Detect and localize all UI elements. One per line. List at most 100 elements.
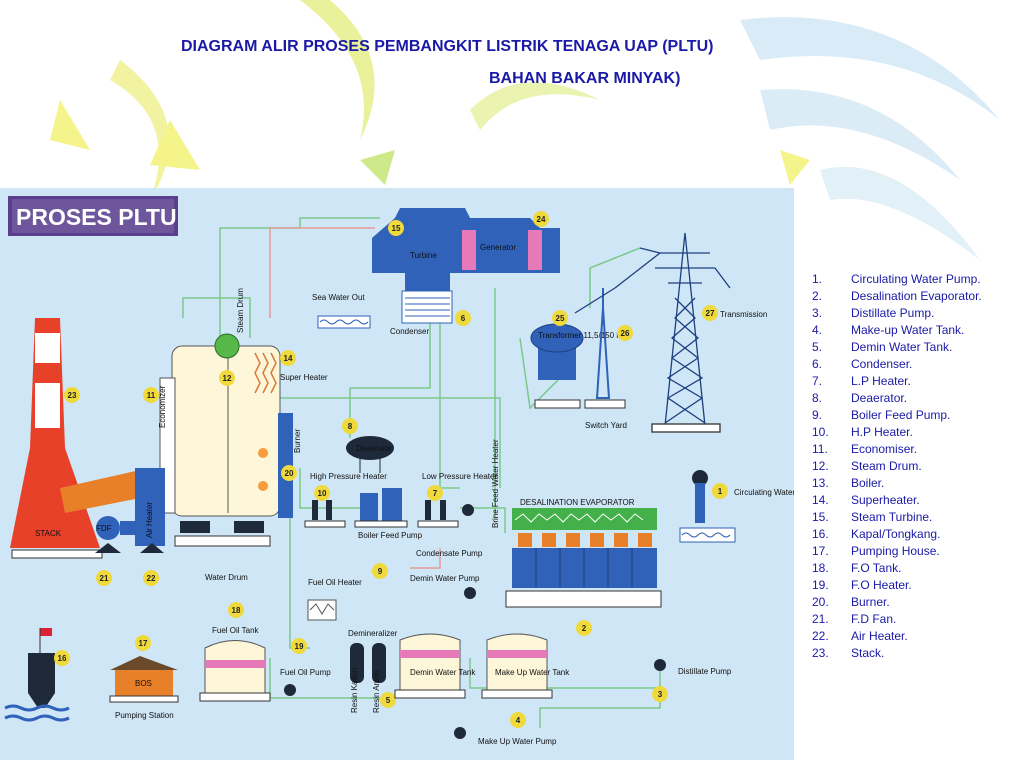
desalination-evaporator-label: DESALINATION EVAPORATOR	[520, 498, 635, 507]
demineralizer: Demineralizer Resin Kation Resin Anion 5	[348, 629, 398, 713]
fuel-oil-heater-label: Fuel Oil Heater	[308, 578, 362, 587]
legend-item-text: Desalination Evaporator.	[851, 289, 982, 303]
legend-item-text: F.D Fan.	[851, 612, 897, 626]
legend-item-number: 11.	[812, 442, 828, 456]
legend-item-number: 15.	[812, 510, 829, 524]
legend-item-number: 21.	[812, 612, 829, 626]
make-up-water-tank-label: Make Up Water Tank	[495, 668, 570, 677]
pumping-house: 17 BOS Pumping Station	[109, 635, 179, 720]
air-heater-label: Air Heater	[145, 502, 154, 538]
circulating-water-pump-label: Circulating Water Pump	[734, 488, 794, 497]
marker-25: 25	[556, 314, 565, 323]
legend-item-text: Boiler Feed Pump.	[851, 408, 951, 422]
legend-item: 6.Condenser.	[812, 356, 982, 373]
marker-7: 7	[433, 489, 438, 498]
legend-item: 20. Burner.	[812, 594, 982, 611]
condensate-pump-label: Condensate Pump	[416, 549, 483, 558]
legend-item: 7.L.P Heater.	[812, 373, 982, 390]
marker-9: 9	[378, 567, 383, 576]
legend-item-text: Steam Turbine.	[851, 510, 933, 524]
marker-18: 18	[232, 606, 241, 615]
transmission-label: Transmission	[720, 310, 767, 319]
steam-drum-label: Steam Drum	[236, 288, 245, 333]
legend-item-text: Condenser.	[851, 357, 913, 371]
marker-19: 19	[295, 642, 304, 651]
legend-item-number: 2.	[812, 289, 823, 303]
marker-1: 1	[718, 487, 723, 496]
legend-item: 18.F.O Tank.	[812, 560, 982, 577]
marker-20: 20	[285, 469, 294, 478]
legend-item-text: Stack.	[851, 646, 885, 660]
switch-yard-label: Switch Yard	[585, 421, 627, 430]
legend-item: 13.Boiler.	[812, 475, 982, 492]
marker-3: 3	[658, 690, 663, 699]
air-heater: Air Heater FDF 21 22	[60, 468, 165, 586]
bos-label: BOS	[135, 679, 152, 688]
marker-17: 17	[139, 639, 148, 648]
ship: 16	[4, 628, 70, 722]
boiler-feed-pump-label: Boiler Feed Pump	[358, 531, 423, 540]
demineralizer-label: Demineralizer	[348, 629, 398, 638]
legend-item: 16.Kapal/Tongkang.	[812, 526, 982, 543]
condenser: Condenser 6 Sea Water Out	[312, 273, 471, 336]
marker-22: 22	[147, 574, 156, 583]
legend-item-text: F.O Tank.	[851, 561, 902, 575]
legend-item-number: 4.	[812, 323, 823, 337]
legend-item: 14. Superheater.	[812, 492, 982, 509]
legend-item-text: Superheater.	[851, 493, 920, 507]
legend-item: 3. Distillate Pump.	[812, 305, 982, 322]
marker-2: 2	[582, 624, 587, 633]
pltu-process-diagram: PROSES PLTU Turbine	[0, 188, 794, 760]
legend-item: 1.Circulating Water Pump.	[812, 271, 982, 288]
marker-15: 15	[392, 224, 401, 233]
transformer: Transformer 11,5/150 KV 25	[530, 310, 628, 409]
page-title-line1: DIAGRAM ALIR PROSES PEMBANGKIT LISTRIK T…	[181, 38, 714, 55]
legend-list: 1.Circulating Water Pump. 2. Desalination…	[812, 271, 982, 662]
legend-item-number: 22.	[812, 629, 829, 643]
page-title-line2: BAHAN BAKAR MINYAK)	[489, 70, 681, 87]
legend-item-number: 14.	[812, 493, 829, 507]
marker-10: 10	[318, 489, 327, 498]
legend-item: 2. Desalination Evaporator.	[812, 288, 982, 305]
legend-item-number: 3.	[812, 306, 823, 320]
make-up-water-pump-label: Make Up Water Pump	[478, 737, 557, 746]
deaerator: 8 Deaerator	[342, 418, 394, 473]
legend-item-number: 8.	[812, 391, 823, 405]
legend-item: 23. Stack.	[812, 645, 982, 662]
marker-24: 24	[537, 215, 546, 224]
legend-item-number: 17.	[812, 544, 829, 558]
legend-item-text: Boiler.	[851, 476, 885, 490]
resin-kation-label: Resin Kation	[350, 668, 359, 713]
legend-item: 10.H.P Heater.	[812, 424, 982, 441]
transmission-tower: Transmission 27	[574, 232, 767, 433]
turbine-generator: Turbine Generator 15 24	[372, 208, 560, 273]
pumping-station-label: Pumping Station	[115, 711, 174, 720]
legend-item-text: Steam Drum.	[851, 459, 922, 473]
resin-anion-label: Resin Anion	[372, 670, 381, 713]
burner-label: Burner	[293, 429, 302, 453]
legend-item-number: 9.	[812, 408, 823, 422]
low-pressure-heater-label: Low Pressure Heater	[422, 472, 497, 481]
legend-item-text: Distillate Pump.	[851, 306, 935, 320]
fuel-oil-heater: Fuel Oil Heater 19	[291, 578, 362, 654]
sea-water-out-label: Sea Water Out	[312, 293, 365, 302]
boiler: 12 20 14 Super Heater Steam Drum Economi…	[143, 288, 328, 582]
circulating-water-pump: 1 Circulating Water Pump	[679, 470, 794, 543]
legend-item: 21. F.D Fan.	[812, 611, 982, 628]
legend-item-text: Burner.	[851, 595, 890, 609]
marker-6: 6	[461, 314, 466, 323]
legend-item-number: 19.	[812, 578, 829, 592]
marker-21: 21	[100, 574, 109, 583]
legend-item-number: 20.	[812, 595, 829, 609]
make-up-water-tank: Make Up Water Tank 4 Make Up Water Pump	[454, 633, 570, 746]
demin-water-pump-label: Demin Water Pump	[410, 574, 480, 583]
legend-item-text: H.P Heater.	[851, 425, 913, 439]
marker-8: 8	[348, 422, 353, 431]
stack-label: STACK	[35, 529, 62, 538]
switch-yard: Switch Yard 26	[584, 288, 633, 430]
legend-item-number: 23.	[812, 646, 829, 660]
legend-item-number: 5.	[812, 340, 823, 354]
transformer-label: Transformer 11,5/150 KV	[538, 331, 628, 340]
condenser-label: Condenser	[390, 327, 429, 336]
piping	[182, 217, 661, 728]
